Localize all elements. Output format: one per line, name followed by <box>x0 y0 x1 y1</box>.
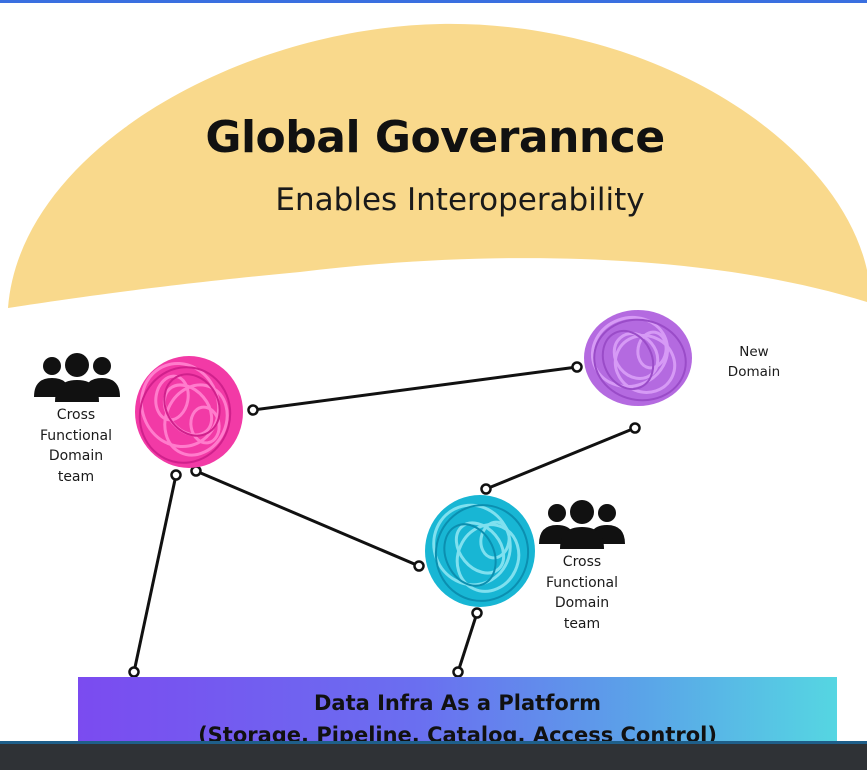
domain-pink-scribble-icon <box>135 356 243 468</box>
team-label-left: Cross Functional Domain team <box>39 407 113 485</box>
governance-subtitle: Enables Interoperability <box>275 182 645 218</box>
endpoint <box>170 469 182 481</box>
people-group-icon <box>34 353 120 402</box>
platform-banner: Data Infra As a Platform (Storage, Pipel… <box>78 677 837 745</box>
endpoint <box>247 404 259 416</box>
connector-pink-cyan <box>195 469 420 568</box>
endpoint <box>452 666 464 678</box>
bottom-video-bar <box>0 741 867 770</box>
new-domain-label: New Domain <box>727 344 781 380</box>
endpoint <box>128 666 140 678</box>
platform-subtitle: (Storage, Pipeline, Catalog, Access Cont… <box>198 723 717 745</box>
connector-pink-purple <box>252 365 578 412</box>
governance-dome <box>8 23 867 309</box>
people-group-icon <box>539 500 625 549</box>
governance-title: Global Goverannce <box>205 112 665 163</box>
connector-cyan-platform <box>456 612 479 673</box>
endpoint <box>480 483 492 495</box>
endpoint <box>471 607 483 619</box>
connector-endpoints <box>128 361 641 678</box>
domain-cyan-scribble-icon <box>425 495 535 607</box>
connector-purple-cyan <box>485 426 636 491</box>
endpoint <box>413 560 425 572</box>
team-label-right: Cross Functional Domain team <box>545 554 619 632</box>
endpoint <box>629 422 641 434</box>
domain-purple-scribble-icon <box>584 310 692 406</box>
connector-lines <box>132 365 636 673</box>
top-border <box>0 0 867 3</box>
platform-title: Data Infra As a Platform <box>313 691 601 715</box>
endpoint <box>571 361 583 373</box>
bottom-video-progress <box>0 741 867 744</box>
connector-pink-platform <box>132 474 178 673</box>
